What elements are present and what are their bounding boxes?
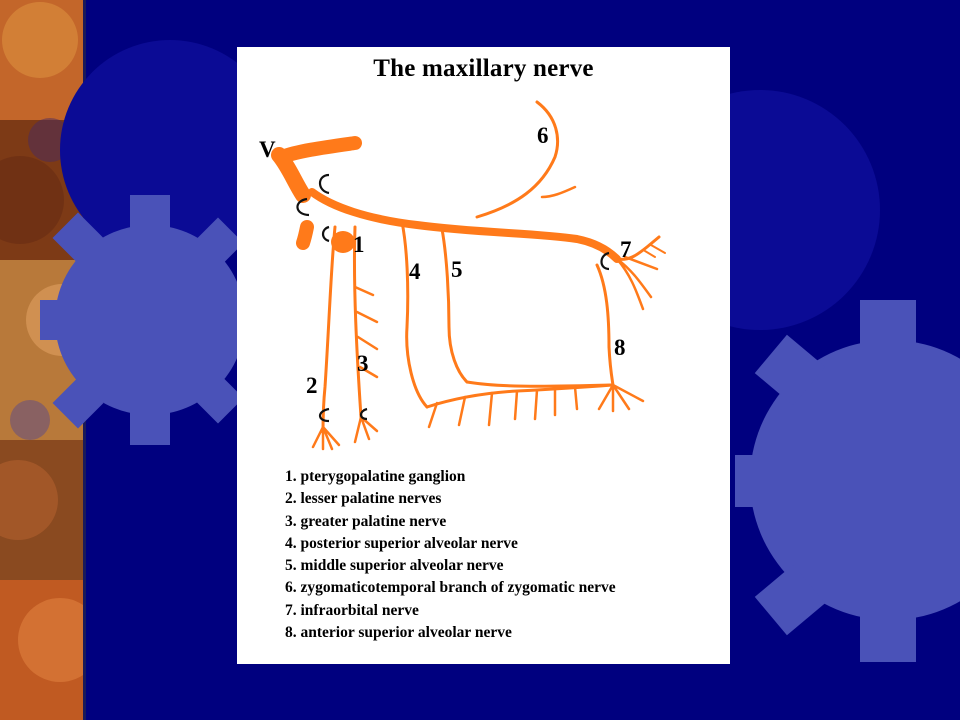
trigeminal-stump: [275, 136, 362, 164]
nerve-cut-loop: [600, 251, 610, 271]
legend-item: 5. middle superior alveolar nerve: [285, 557, 504, 575]
diagram-slide: The maxillary nerve: [237, 47, 730, 664]
maxillary-nerve-illustration: V 1 2 3 4 5 6 7 8: [259, 100, 666, 451]
legend-item: 1. pterygopalatine ganglion: [285, 468, 466, 485]
legend-item: 7. infraorbital nerve: [285, 601, 419, 619]
nerve-branch-6: [475, 100, 559, 219]
nerve-cut-loop: [359, 407, 368, 421]
alveolar-plexus: [425, 383, 614, 409]
diagram-legend: 1. pterygopalatine ganglion 2. lesser pa…: [285, 466, 616, 644]
gear-icon: [735, 300, 960, 662]
nerve-branch-7: [615, 235, 661, 261]
nerve-cut-loop: [296, 197, 310, 217]
nerve-branch-4: [400, 220, 429, 409]
maxillary-trunk: [308, 188, 621, 263]
legend-item: 2. lesser palatine nerves: [285, 490, 442, 508]
nerve-branch-3: [352, 225, 363, 419]
marker-8: 8: [614, 335, 626, 360]
legend-item: 8. anterior superior alveolar nerve: [285, 624, 512, 642]
legend-item: 3. greater palatine nerve: [285, 512, 447, 530]
nerve-branch-2: [321, 225, 337, 434]
marker-v: V: [259, 137, 276, 162]
marker-2: 2: [306, 373, 318, 398]
marker-1: 1: [353, 232, 365, 257]
diagram-title: The maxillary nerve: [373, 55, 594, 82]
marker-7: 7: [620, 237, 632, 262]
gear-icon: [40, 195, 245, 445]
nerve-cut-loop: [318, 407, 330, 423]
nerve-cut-loop: [321, 225, 330, 243]
nerve-branch-5: [440, 227, 469, 384]
legend-item: 6. zygomaticotemporal branch of zygomati…: [285, 579, 616, 597]
marker-6: 6: [537, 123, 549, 148]
pterygopalatine-ganglion: [331, 231, 355, 253]
nerve-branch-8: [595, 263, 615, 387]
marker-5: 5: [451, 257, 463, 282]
legend-item: 4. posterior superior alveolar nerve: [285, 534, 518, 552]
marker-3: 3: [357, 351, 369, 376]
marker-4: 4: [409, 259, 421, 284]
nerve-cut-loop: [318, 173, 330, 195]
